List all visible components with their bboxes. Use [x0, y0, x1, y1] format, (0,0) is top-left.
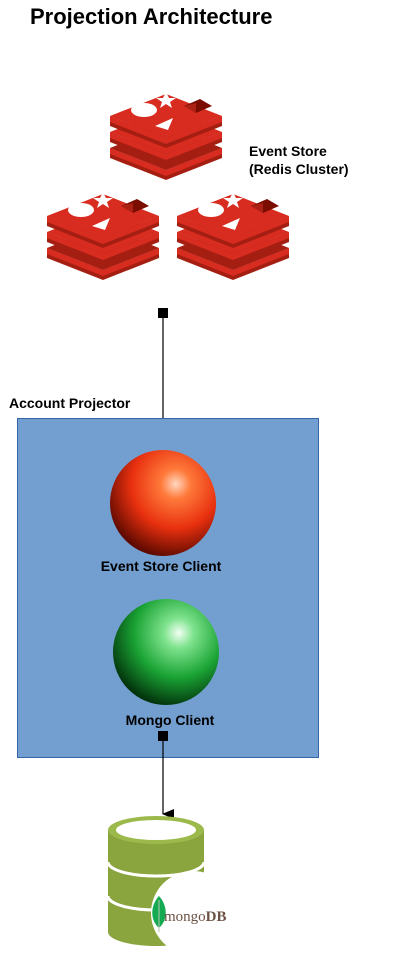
mongodb-brand-prefix: mongo: [164, 909, 206, 925]
event-store-label-line2: (Redis Cluster): [249, 161, 349, 177]
diagram-title: Projection Architecture: [30, 4, 273, 29]
mongo-connector: [158, 731, 174, 819]
mongodb-brand-suffix: DB: [206, 909, 227, 925]
event-store-client-sphere: [110, 450, 216, 556]
event-store-label: Event Store (Redis Cluster): [249, 142, 349, 178]
mongo-client-sphere: [113, 599, 219, 705]
event-store-client-label: Event Store Client: [100, 558, 222, 574]
svg-text:mongoDB: mongoDB: [164, 909, 227, 925]
mongo-client-label: Mongo Client: [125, 712, 215, 728]
mongodb-database-icon: mongoDB: [106, 816, 235, 955]
event-store-label-line1: Event Store: [249, 143, 327, 159]
mongodb-badge: [151, 871, 235, 955]
account-projector-label: Account Projector: [9, 395, 131, 411]
